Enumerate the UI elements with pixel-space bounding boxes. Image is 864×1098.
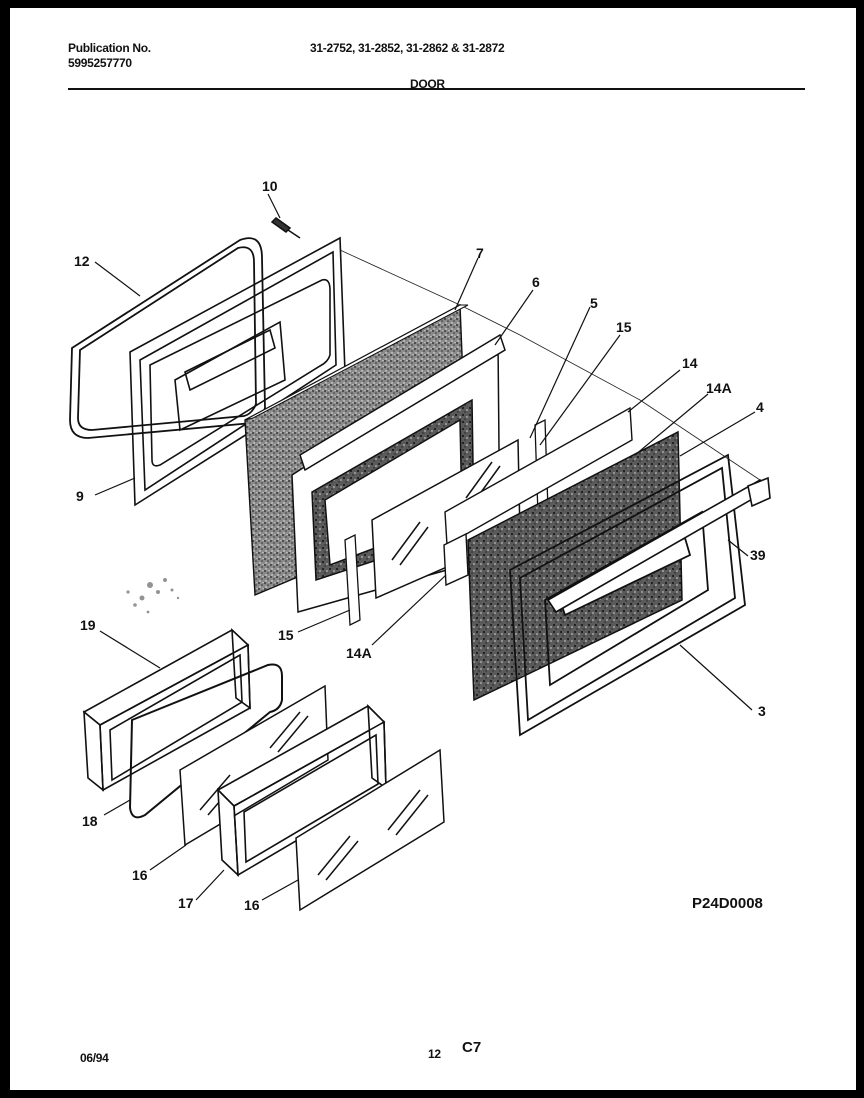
- callout-3: 3: [758, 703, 766, 719]
- callout-15-bottom: 15: [278, 627, 294, 643]
- footer-page-number: 12: [428, 1047, 441, 1061]
- smudge-mark: [126, 578, 180, 614]
- callout-14a-bottom: 14A: [346, 645, 372, 661]
- callout-39: 39: [750, 547, 766, 563]
- footer-date: 06/94: [80, 1051, 109, 1065]
- callout-4: 4: [756, 399, 764, 415]
- part-10-screw: [270, 217, 301, 239]
- callout-6: 6: [532, 274, 540, 290]
- drawing-code: P24D0008: [692, 895, 763, 912]
- part-18-gasket: [128, 663, 283, 819]
- part-14-retainer: [444, 406, 633, 547]
- section-title: DOOR: [410, 77, 445, 91]
- part-19-frame: [82, 628, 251, 792]
- callout-15-top: 15: [616, 319, 632, 335]
- part-4-liner: [467, 430, 683, 702]
- callout-12: 12: [74, 253, 90, 269]
- reference-line: [339, 249, 761, 481]
- publication-label: Publication No.: [68, 41, 151, 55]
- part-17-frame: [216, 703, 387, 877]
- callout-16-right: 16: [244, 897, 260, 913]
- leader-lines: [94, 193, 756, 901]
- model-numbers: 31-2752, 31-2852, 31-2862 & 31-2872: [310, 41, 505, 55]
- callout-14: 14: [682, 355, 698, 371]
- callout-16-left: 16: [132, 867, 148, 883]
- callout-9: 9: [76, 488, 84, 504]
- callout-5: 5: [590, 295, 598, 311]
- part-39-handle: [546, 476, 771, 614]
- part-15-bracket-left: [344, 533, 361, 627]
- part-16-glass-right: [295, 748, 445, 912]
- publication-number: 5995257770: [68, 56, 132, 70]
- callout-18: 18: [82, 813, 98, 829]
- callout-10: 10: [262, 178, 278, 194]
- footer-page-code: C7: [462, 1039, 482, 1056]
- callout-19: 19: [80, 617, 96, 633]
- part-14a-retainer: [443, 532, 469, 587]
- callout-14a-top: 14A: [706, 380, 732, 396]
- callout-7: 7: [476, 245, 484, 261]
- callout-17: 17: [178, 895, 194, 911]
- part-12-gasket: [69, 237, 266, 439]
